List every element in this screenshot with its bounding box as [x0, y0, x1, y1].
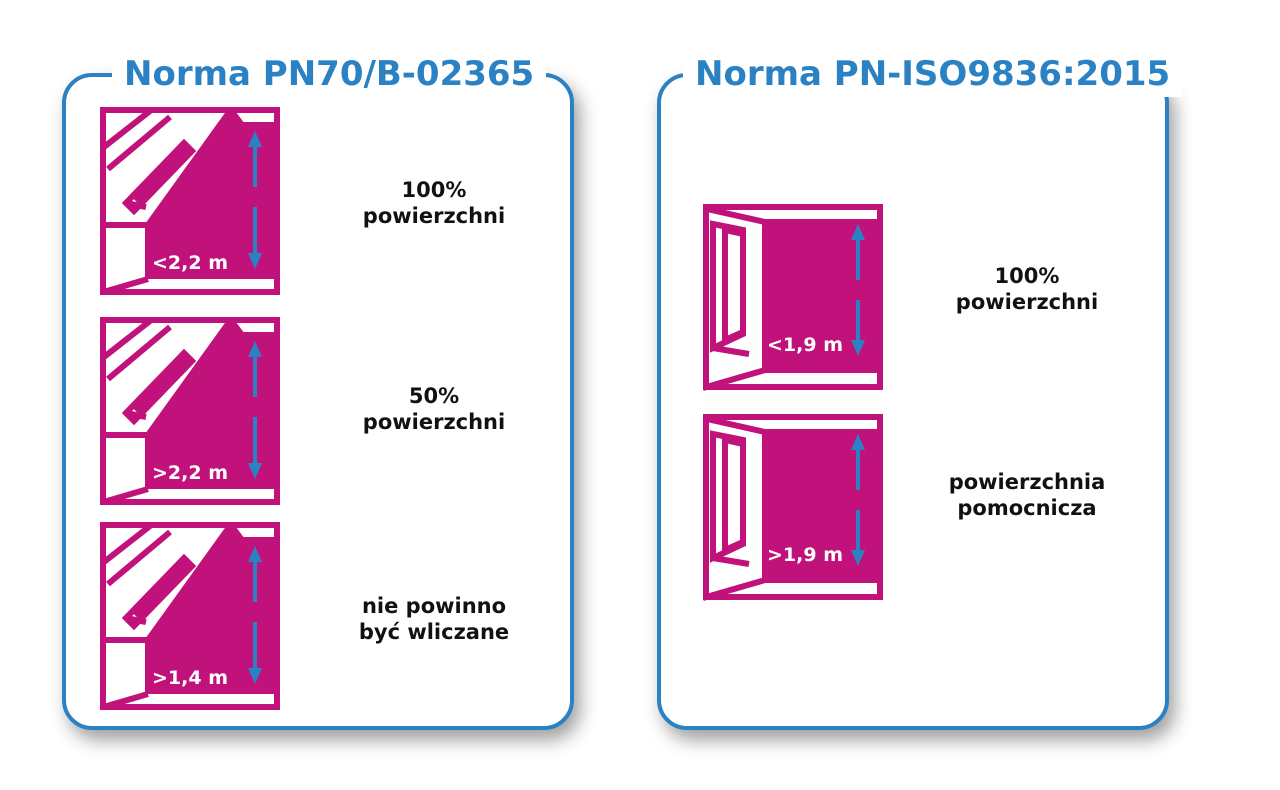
- desc-line-1: 100%: [401, 178, 467, 202]
- height-label: >1,4 m: [152, 667, 228, 689]
- height-label: >2,2 m: [152, 462, 228, 484]
- panel-title: Norma PN-ISO9836:2015: [683, 51, 1183, 97]
- attic-room-icon: <2,2 m: [100, 107, 280, 295]
- area-description: nie powinno być wliczane: [304, 593, 564, 645]
- height-label: <2,2 m: [152, 252, 228, 274]
- area-description: 50% powierzchni: [304, 383, 564, 435]
- desc-line-2: powierzchni: [362, 410, 506, 434]
- height-label: <1,9 m: [767, 334, 843, 356]
- room-window-icon: >1,9 m: [703, 414, 883, 602]
- desc-line-1: nie powinno: [361, 594, 507, 618]
- panel-title: Norma PN70/B-02365: [112, 51, 547, 97]
- area-description: powierzchnia pomocnicza: [897, 469, 1157, 521]
- room-window-icon: <1,9 m: [703, 204, 883, 392]
- desc-line-2: powierzchni: [362, 204, 506, 228]
- attic-room-icon: >2,2 m: [100, 317, 280, 505]
- desc-line-2: pomocnicza: [957, 496, 1097, 520]
- desc-line-1: powierzchnia: [948, 470, 1106, 494]
- area-description: 100% powierzchni: [897, 263, 1157, 315]
- desc-line-1: 100%: [994, 264, 1060, 288]
- area-description: 100% powierzchni: [304, 177, 564, 229]
- desc-line-1: 50%: [408, 384, 460, 408]
- panel-pn70: Norma PN70/B-02365 <2,2 m 100% powierzch…: [62, 51, 574, 730]
- panel-pn-iso: Norma PN-ISO9836:2015 <1,9 m 100% powier…: [657, 51, 1183, 730]
- attic-room-icon: >1,4 m: [100, 522, 280, 710]
- height-label: >1,9 m: [767, 544, 843, 566]
- desc-line-2: być wliczane: [358, 620, 510, 644]
- desc-line-2: powierzchni: [955, 290, 1099, 314]
